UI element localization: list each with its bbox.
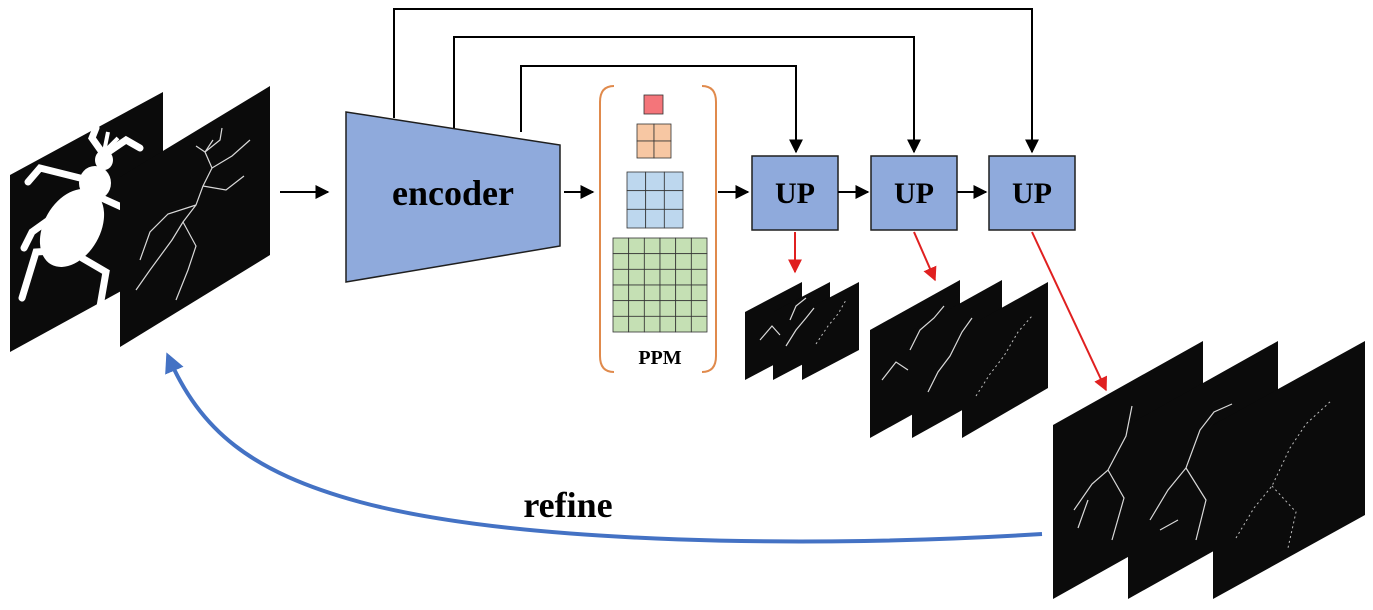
ppm-grid-3x3 bbox=[626, 171, 684, 229]
ppm-right-bracket bbox=[701, 85, 717, 373]
ppm-grid-cell bbox=[659, 237, 677, 255]
output-large-panel-3 bbox=[1213, 341, 1365, 599]
ppm-grid-cell bbox=[645, 171, 665, 192]
ppm-grid-cell bbox=[628, 315, 645, 333]
ppm-grid-cell bbox=[626, 208, 647, 229]
input-image-stack bbox=[10, 86, 270, 352]
ppm-grid-cell bbox=[659, 315, 677, 333]
ppm-grid-cell bbox=[690, 253, 708, 270]
up-box-3 bbox=[988, 155, 1076, 231]
output-arrow-3 bbox=[1031, 231, 1107, 392]
ppm-grid-cell bbox=[645, 190, 665, 210]
ppm-grid-cell bbox=[612, 284, 630, 302]
ppm-grid-cell bbox=[663, 208, 684, 229]
encoder-label: encoder bbox=[392, 173, 514, 213]
ppm-grid-cell bbox=[636, 123, 655, 142]
ppm-grid-cell bbox=[628, 300, 645, 317]
encoder-block: encoder bbox=[345, 111, 561, 283]
ppm-grid-cell bbox=[612, 315, 630, 333]
ppm-grid-cell bbox=[643, 268, 661, 286]
ppm-grid-cell bbox=[690, 300, 708, 317]
output-medium-panel-3 bbox=[962, 282, 1048, 438]
ppm-grid-cell bbox=[663, 190, 684, 210]
ppm-grid-cell bbox=[612, 253, 630, 270]
ppm-grid-cell bbox=[659, 253, 677, 270]
skip-connection-2 bbox=[453, 36, 921, 154]
ppm-grid-2x2 bbox=[636, 123, 672, 159]
refine-label: refine bbox=[523, 485, 612, 525]
ppm-grid-cell bbox=[643, 94, 664, 115]
refine-arrow bbox=[165, 352, 1043, 544]
skip-connection-1 bbox=[520, 65, 803, 154]
output-stack-large bbox=[1053, 341, 1365, 599]
ppm-grid-cell bbox=[628, 284, 645, 302]
ppm-grid-cell bbox=[659, 284, 677, 302]
ppm-grid-cell bbox=[626, 171, 647, 192]
skip-connection-3 bbox=[393, 8, 1039, 154]
ppm-grid-6x6 bbox=[612, 237, 708, 333]
up-block-3: UP bbox=[988, 155, 1076, 231]
ppm-grid-cell bbox=[636, 140, 655, 159]
ppm-pooling-grids bbox=[612, 94, 708, 333]
up-label-1: UP bbox=[775, 177, 815, 210]
up-label-2: UP bbox=[894, 177, 934, 210]
beetle-skeleton bbox=[135, 127, 251, 301]
ppm-grid-cell bbox=[663, 171, 684, 192]
ppm-grid-cell bbox=[612, 237, 630, 255]
ppm-grid-cell bbox=[690, 284, 708, 302]
ppm-grid-cell bbox=[653, 140, 672, 159]
ppm-grid-cell bbox=[643, 253, 661, 270]
ppm-grid-cell bbox=[659, 268, 677, 286]
ppm-grid-cell bbox=[628, 237, 645, 255]
ppm-left-bracket bbox=[599, 85, 615, 373]
ppm-grid-cell bbox=[645, 208, 665, 229]
ppm-grid-cell bbox=[612, 300, 630, 317]
ppm-grid-cell bbox=[643, 237, 661, 255]
ppm-grid-cell bbox=[675, 253, 692, 270]
ppm-grid-cell bbox=[628, 253, 645, 270]
ppm-grid-cell bbox=[612, 268, 630, 286]
ppm-grid-cell bbox=[643, 284, 661, 302]
output-small-panel-3 bbox=[802, 282, 859, 380]
up-box-2 bbox=[870, 155, 958, 231]
ppm-label: PPM bbox=[638, 347, 681, 369]
output-stack-small bbox=[745, 282, 859, 380]
ppm-grid-cell bbox=[659, 300, 677, 317]
ppm-grid-cell bbox=[675, 268, 692, 286]
encoder-trapezoid bbox=[345, 111, 561, 283]
ppm-grid-cell bbox=[675, 300, 692, 317]
ppm-grid-cell bbox=[690, 237, 708, 255]
ppm-grid-cell bbox=[690, 268, 708, 286]
output-arrow-2 bbox=[913, 231, 937, 282]
ppm-grid-cell bbox=[653, 123, 672, 142]
ppm-grid-cell bbox=[675, 315, 692, 333]
ppm-grid-cell bbox=[643, 300, 661, 317]
ppm-grid-cell bbox=[626, 190, 647, 210]
up-block-2: UP bbox=[870, 155, 958, 231]
ppm-grid-cell bbox=[643, 315, 661, 333]
ppm-grid-cell bbox=[690, 315, 708, 333]
ppm-grid-1x1 bbox=[643, 94, 664, 115]
ppm-grid-cell bbox=[675, 237, 692, 255]
ppm-grid-cell bbox=[675, 284, 692, 302]
up-block-1: UP bbox=[751, 155, 839, 231]
input-skeleton-panel bbox=[120, 86, 270, 347]
up-label-3: UP bbox=[1012, 177, 1052, 210]
ppm-grid-cell bbox=[628, 268, 645, 286]
output-stack-medium bbox=[870, 280, 1048, 438]
ppm-module: PPM bbox=[599, 85, 717, 373]
